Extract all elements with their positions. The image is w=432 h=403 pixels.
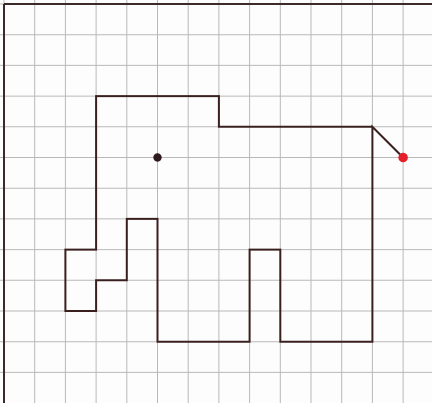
- eye-dot: [153, 153, 161, 161]
- current-position-dot[interactable]: [398, 153, 408, 163]
